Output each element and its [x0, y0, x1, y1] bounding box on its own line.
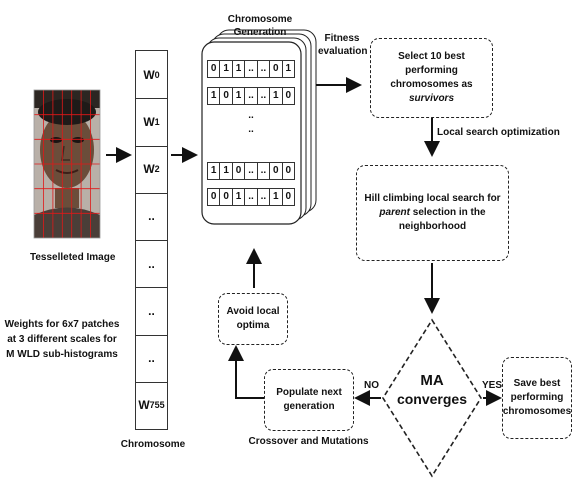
bit-cell: 1: [219, 163, 231, 179]
hill-text-prefix: Hill climbing local search for: [364, 193, 501, 204]
chromosome-cell-base: ..: [148, 209, 155, 224]
bit-cell: ..: [244, 163, 256, 179]
chromosome-cell-base: W: [143, 67, 155, 82]
chromosome-cell: ..: [136, 193, 167, 241]
chromosome-cell-base: ..: [148, 256, 155, 271]
bit-cell: 0: [219, 189, 231, 205]
chromosome-cell-base: W: [143, 162, 155, 177]
bit-cell: 1: [210, 165, 217, 176]
face-image: [33, 89, 101, 239]
chromosome-cell: ..: [136, 335, 167, 383]
bit-cell: 0: [210, 63, 217, 74]
hill-text-suffix: selection in the neighborhood: [398, 207, 486, 232]
decision-diamond: [382, 318, 482, 478]
decision-label: MA converges: [392, 372, 472, 408]
chromosome-cell-sub: 1: [154, 116, 160, 127]
bit-cell: 1: [210, 90, 217, 101]
bit-cell: 1: [269, 189, 281, 205]
avoid-optima-box: Avoid local optima: [218, 293, 288, 345]
chromosome-cell-base: ..: [148, 351, 155, 366]
bit-cell: ..: [256, 61, 269, 77]
bit-cell: 1: [281, 61, 294, 77]
bit-cell: ..: [256, 163, 269, 179]
weights-description: Weights for 6x7 patches at 3 different s…: [4, 319, 120, 360]
save-box: Save best performing chromosomes: [502, 357, 572, 439]
bit-cell: 0: [281, 163, 294, 179]
bit-cell: ..: [244, 61, 256, 77]
hill-climbing-box: Hill climbing local search for parent se…: [356, 165, 509, 261]
bit-cell: ..: [244, 189, 256, 205]
bit-cell: 0: [269, 61, 281, 77]
generation-dots-2: ..: [248, 124, 254, 135]
hill-text-emph: parent: [379, 207, 410, 218]
generation-dots-1: ..: [248, 110, 254, 121]
chromosome-cell-sub: 0: [154, 69, 160, 80]
chromosome-cell: ..: [136, 287, 167, 336]
chromosome-cell-base: W: [143, 114, 155, 129]
bit-cell: 1: [231, 189, 244, 205]
bit-cell: 0: [281, 88, 294, 104]
chromosome-cell-sub: 2: [154, 164, 160, 175]
bit-cell: ..: [256, 88, 269, 104]
bit-cell: 1: [231, 61, 244, 77]
chromosome-cell: ..: [136, 240, 167, 289]
decision-line-1: MA: [420, 372, 444, 389]
survivors-emph: survivors: [408, 93, 455, 104]
chromosome-cell-base: ..: [148, 303, 155, 318]
arrow-populate-to-avoid: [228, 345, 264, 399]
chromosome-cell-base: W: [138, 398, 150, 413]
image-caption: Tesselleted Image: [30, 252, 116, 263]
bit-cell: 0: [231, 163, 244, 179]
yes-label: YES: [482, 380, 503, 391]
populate-box: Populate next generation: [264, 369, 354, 431]
chromosome-label: Chromosome: [120, 439, 186, 450]
fitness-label: Fitness evaluation: [318, 33, 368, 57]
bit-cell: 0: [269, 163, 281, 179]
bit-cell: ..: [244, 88, 256, 104]
bit-cell: 0: [281, 189, 294, 205]
bit-cell: ..: [256, 189, 269, 205]
bit-cell: 0: [219, 88, 231, 104]
bit-cell: 0: [210, 191, 217, 202]
bit-cell: 1: [231, 88, 244, 104]
decision-line-2: converges: [396, 391, 468, 407]
bit-cell: 1: [269, 88, 281, 104]
survivors-text: Select 10 best performing chromosomes as: [390, 51, 473, 90]
crossover-label: Crossover and Mutations: [248, 436, 369, 447]
chromosome-cell-sub: 755: [149, 400, 165, 411]
no-label: NO: [364, 380, 379, 391]
generation-title: Chromosome Generation: [227, 14, 293, 38]
bit-cell: 1: [219, 61, 231, 77]
local-search-label: Local search optimization: [437, 127, 560, 138]
survivors-box: Select 10 best performing chromosomes as…: [370, 38, 493, 118]
